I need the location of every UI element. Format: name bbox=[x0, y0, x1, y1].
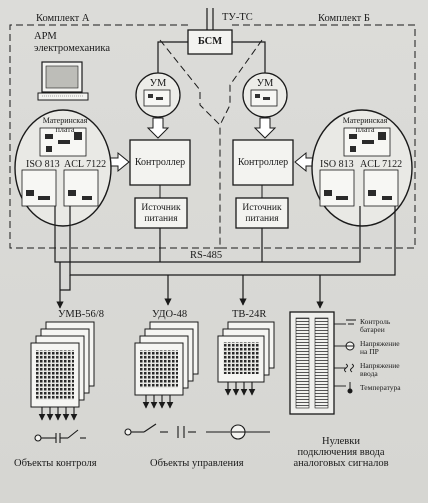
tv-label: ТВ-24R bbox=[232, 309, 267, 320]
analog-label-line2: подключения ввода bbox=[297, 447, 385, 458]
power-right-label-line1: Источник bbox=[242, 203, 282, 213]
analog-label-line1: Нулевки bbox=[322, 436, 360, 447]
power-left-box bbox=[134, 197, 188, 229]
umv-label: УМВ-56/8 bbox=[58, 309, 104, 320]
rs485-label: RS-485 bbox=[190, 250, 223, 261]
kit-divider bbox=[159, 39, 221, 248]
objects-control-label: Объекты контроля bbox=[14, 458, 97, 469]
um-left-label: УМ bbox=[149, 78, 167, 89]
iso-left-label: ISO 813 bbox=[26, 159, 60, 170]
controller-right-box bbox=[232, 139, 294, 186]
tv-boards bbox=[217, 321, 275, 383]
motherboard-left-label-line1: Материнская bbox=[42, 116, 88, 125]
control-object-symbols bbox=[34, 429, 86, 443]
controller-right-label: Контроллер bbox=[237, 157, 289, 168]
controller-left-label: Контроллер bbox=[134, 157, 186, 168]
tu-ts-label: ТУ-ТС bbox=[222, 12, 253, 23]
management-object-symbols bbox=[124, 423, 270, 440]
sensor-voltage-in-label-line1: Напряжение bbox=[360, 361, 400, 370]
analog-terminal-panel bbox=[289, 311, 335, 415]
udo-boards bbox=[134, 321, 199, 396]
sensor-battery-label-line2: батареи bbox=[360, 325, 385, 334]
analog-label-line3: аналоговых сигналов bbox=[293, 458, 389, 469]
acl-left-label: ACL 7122 bbox=[64, 159, 107, 170]
motherboard-left-label-line2: плата bbox=[55, 125, 75, 134]
umv-boards bbox=[30, 321, 95, 408]
sensor-voltage-in-label-line2: ввода bbox=[360, 369, 378, 378]
objects-management-label: Объекты управления bbox=[150, 458, 244, 469]
motherboard-right-label-line1: Материнская bbox=[342, 116, 388, 125]
arm-label-line2: электромеханика bbox=[34, 43, 110, 54]
sensor-voltage-pr-label-line2: на ПР bbox=[360, 347, 379, 356]
motherboard-right-label-line2: плата bbox=[355, 125, 375, 134]
power-right-label-line2: питания bbox=[245, 214, 279, 224]
arm-label-line1: АРМ bbox=[34, 31, 57, 42]
sensor-voltage-pr-label-line1: Напряжение bbox=[360, 339, 400, 348]
power-left-label-line1: Источник bbox=[141, 203, 181, 213]
sensor-icons bbox=[344, 319, 356, 394]
kit-a-label: Комплект А bbox=[36, 13, 90, 24]
acl-right-label: ACL 7122 bbox=[360, 159, 403, 170]
arm-computer bbox=[37, 61, 89, 101]
kit-b-boundary bbox=[220, 24, 416, 249]
power-left-label-line2: питания bbox=[144, 214, 178, 224]
bsm-label: БСМ bbox=[197, 36, 223, 47]
bsm-box bbox=[187, 29, 233, 55]
iso-right-label: ISO 813 bbox=[320, 159, 354, 170]
um-right-label: УМ bbox=[256, 78, 274, 89]
kit-b-label: Комплект Б bbox=[318, 13, 370, 24]
sensor-battery-label-line1: Контроль bbox=[360, 317, 391, 326]
udo-label: УДО-48 bbox=[152, 309, 188, 320]
sensor-temperature-label: Температура bbox=[360, 383, 401, 392]
kit-a-boundary bbox=[9, 24, 220, 249]
